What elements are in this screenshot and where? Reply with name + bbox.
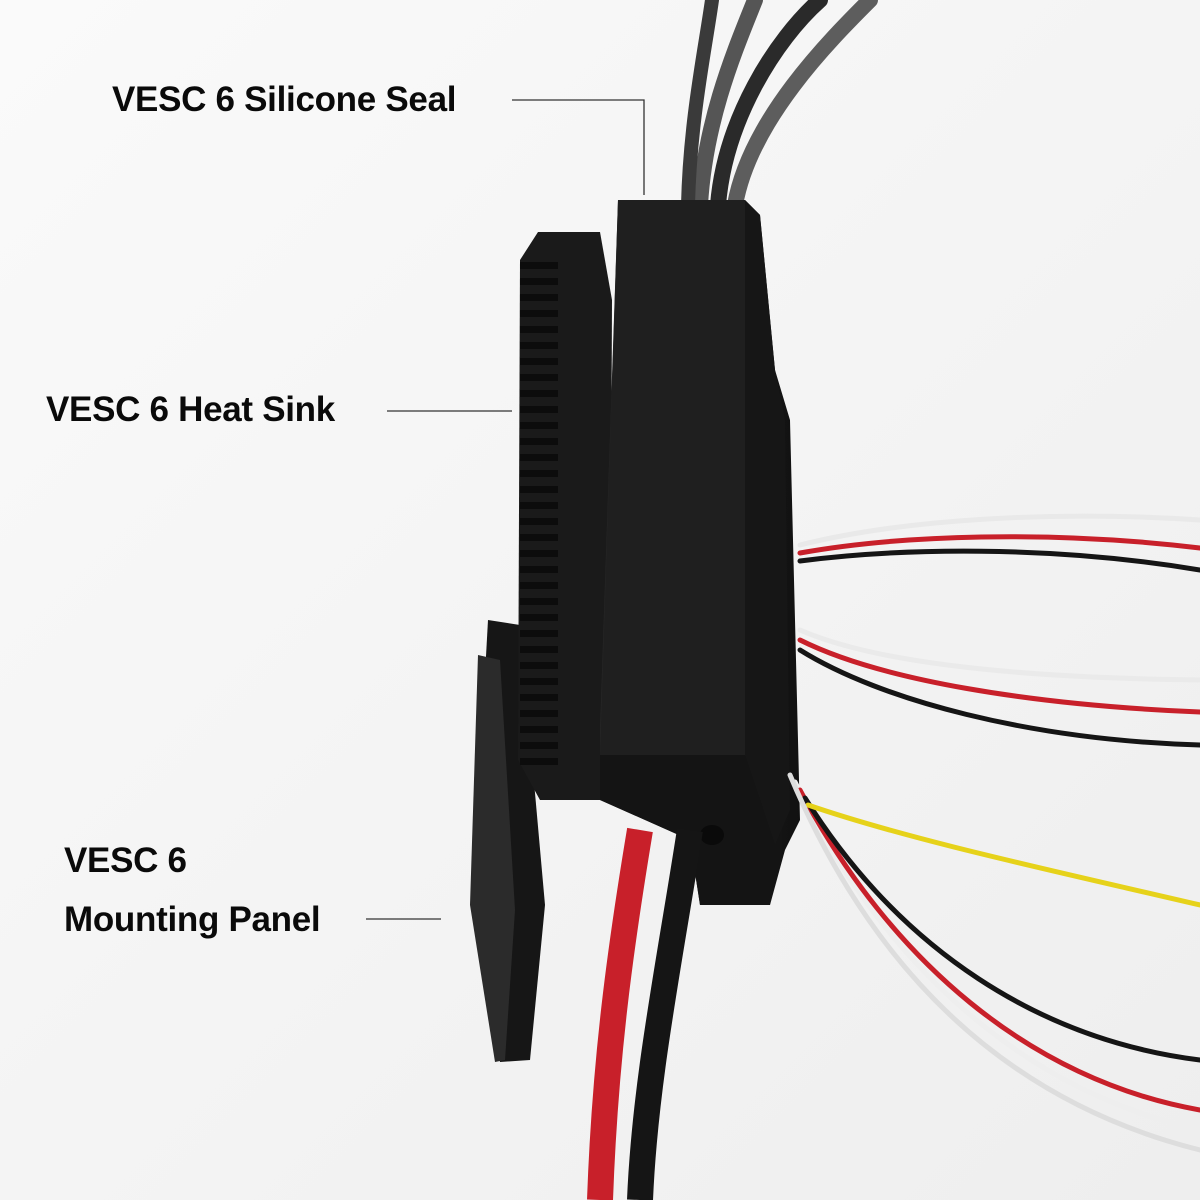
heat-sink-fins	[520, 262, 558, 765]
heat-sink-fin	[520, 486, 558, 493]
heat-sink-fin	[520, 742, 558, 749]
heat-sink-fin	[520, 294, 558, 301]
heat-sink-fin	[520, 726, 558, 733]
heat-sink-fin	[520, 566, 558, 573]
heat-sink-fin	[520, 406, 558, 413]
callout-mounting-panel-line1: VESC 6	[64, 841, 187, 880]
heat-sink-fin	[520, 550, 558, 557]
heat-sink-fin	[520, 310, 558, 317]
callout-heat-sink: VESC 6 Heat Sink	[46, 390, 335, 429]
leader-lines	[366, 99, 645, 920]
top-cables	[681, 0, 878, 213]
heat-sink-fin	[520, 374, 558, 381]
heat-sink-fin	[520, 758, 558, 765]
heat-sink-fin	[520, 422, 558, 429]
power-leads	[587, 827, 703, 1200]
heat-sink-fin	[520, 678, 558, 685]
heat-sink-fin	[520, 454, 558, 461]
heat-sink-fin	[520, 518, 558, 525]
side-wires	[787, 513, 1200, 1153]
callout-silicone-seal: VESC 6 Silicone Seal	[112, 80, 457, 119]
heat-sink-fin	[520, 278, 558, 285]
heat-sink-fin	[520, 710, 558, 717]
callout-mounting-panel-line2: Mounting Panel	[64, 900, 321, 939]
heat-sink-fin	[520, 662, 558, 669]
heat-sink-fin	[520, 582, 558, 589]
heat-sink-fin	[520, 694, 558, 701]
heat-sink-fin	[520, 534, 558, 541]
silicone-seal	[600, 200, 800, 905]
heat-sink-fin	[520, 502, 558, 509]
heat-sink-fin	[520, 342, 558, 349]
heat-sink-fin	[520, 614, 558, 621]
heat-sink	[518, 232, 612, 800]
heat-sink-fin	[520, 358, 558, 365]
heat-sink-fin	[520, 262, 558, 269]
heat-sink-fin	[520, 390, 558, 397]
heat-sink-fin	[520, 646, 558, 653]
heat-sink-fin	[520, 326, 558, 333]
heat-sink-fin	[520, 630, 558, 637]
leader-line-seal	[512, 99, 645, 195]
heat-sink-fin	[520, 470, 558, 477]
heat-sink-fin	[520, 438, 558, 445]
heat-sink-fin	[520, 598, 558, 605]
